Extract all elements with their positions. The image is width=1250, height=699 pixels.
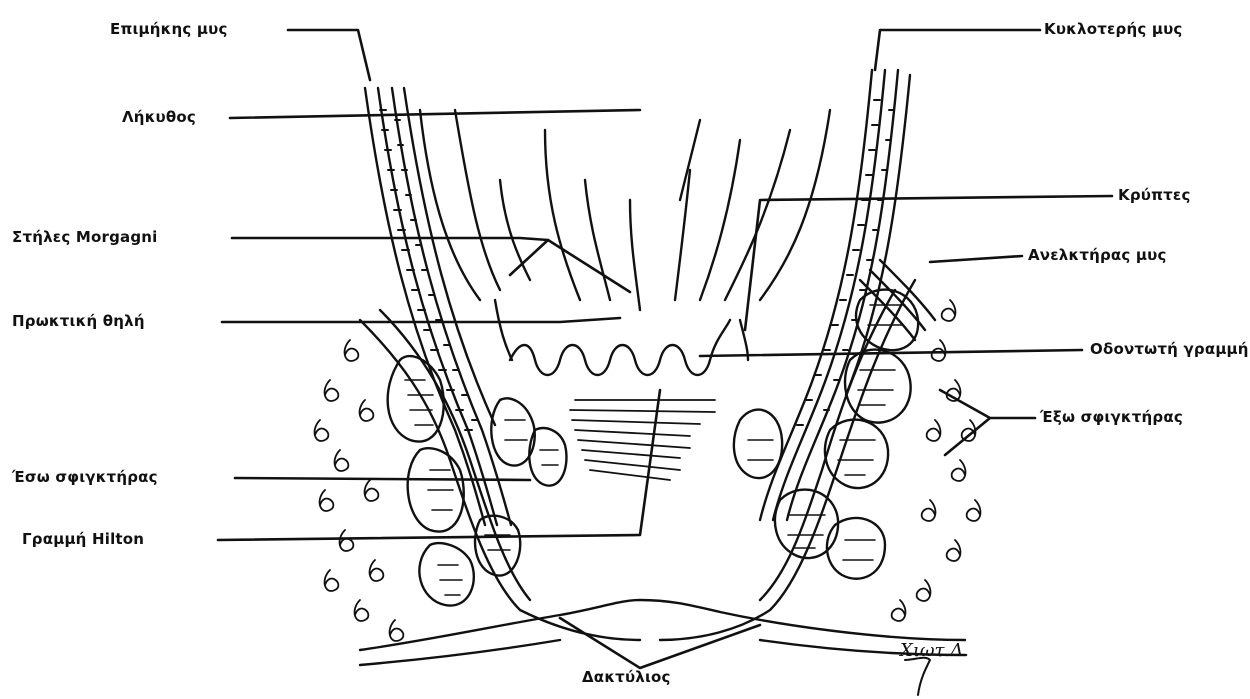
leader-anelktiras-mys xyxy=(930,256,1022,262)
label-eso-sfigktiras: Έσω σφιγκτήρας xyxy=(12,468,158,486)
label-daktylios: Δακτύλιος xyxy=(582,668,671,686)
label-likythos: Λήκυθος xyxy=(122,108,196,126)
label-exo-sfigktiras: Έξω σφιγκτήρας xyxy=(1040,408,1183,426)
signature-mark xyxy=(905,658,930,695)
label-stiles-morgagni: Στήλες Morgagni xyxy=(12,228,158,246)
anal-canal-striations xyxy=(570,400,715,480)
leader-epimikis-mys xyxy=(288,30,370,80)
left-sphincter-bundles xyxy=(360,310,640,640)
mucosal-folds xyxy=(420,110,830,310)
label-epimikis-mys: Επιμήκης μυς xyxy=(110,20,228,38)
leader-eso-sfigktiras xyxy=(235,478,530,480)
leader-kykloteris-mys xyxy=(875,30,1040,70)
artist-signature: Χιωτ.Δ. xyxy=(900,640,969,661)
levator-ani xyxy=(860,260,935,340)
anal-verge-skin xyxy=(360,600,965,665)
dentate-line xyxy=(510,320,730,375)
right-sphincter-bundles xyxy=(660,280,918,640)
label-proktiki-thili: Πρωκτική θηλή xyxy=(12,312,145,330)
label-anelktiras-mys: Ανελκτήρας μυς xyxy=(1028,246,1167,264)
leader-daktylios xyxy=(560,618,760,668)
left-rectal-wall xyxy=(365,88,511,525)
leader-likythos xyxy=(230,110,640,118)
leader-exo-sfigktiras xyxy=(940,390,1035,455)
leader-grammi-hilton xyxy=(218,390,660,540)
label-kryptes: Κρύπτες xyxy=(1118,186,1191,204)
label-grammi-hilton: Γραμμή Hilton xyxy=(22,530,144,548)
leader-proktiki-thili xyxy=(222,318,620,322)
label-odontoti-grammi: Οδοντωτή γραμμή xyxy=(1090,340,1249,358)
label-kykloteris-mys: Κυκλοτερής μυς xyxy=(1044,20,1183,38)
